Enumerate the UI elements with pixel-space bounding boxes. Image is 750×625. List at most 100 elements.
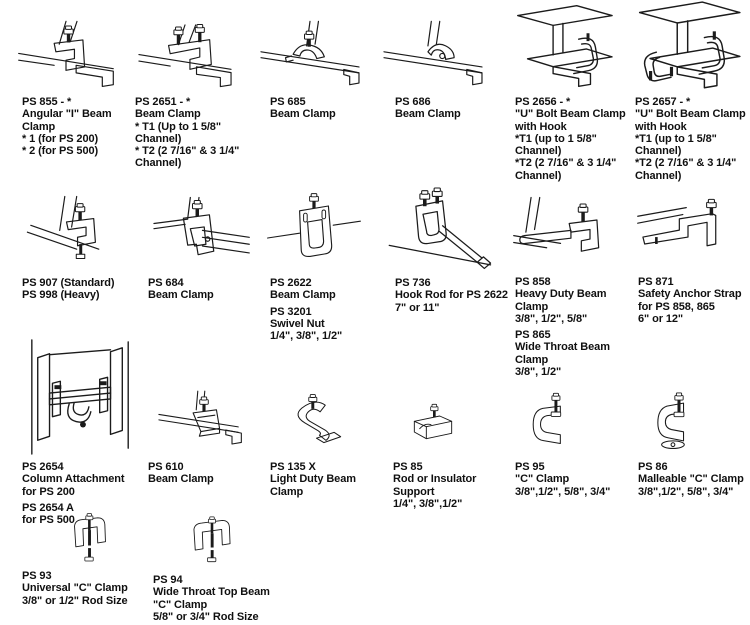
product-label-line: Beam Clamp (270, 289, 336, 302)
product-label-line: * T2 (2 7/16" & 3 1/4" (135, 145, 240, 158)
product-label-line: 7" or 11" (395, 301, 440, 314)
product-code: PS 85 (393, 461, 423, 473)
universal-c-clamp-illustration (74, 513, 106, 562)
product-label-line: Beam Clamp (135, 108, 201, 121)
product-label-line: 1/4", 3/8", 1/2" (270, 330, 343, 343)
product-code: PS 686 (395, 96, 431, 108)
product-label-line: "C" Clamp (153, 598, 208, 611)
product-label-line: Universal "C" Clamp (22, 582, 128, 595)
product-label-line: *T2 (2 7/16" & 3 1/4" (515, 157, 617, 170)
product-label-line: *T2 (2 7/16" & 3 1/4" (635, 157, 737, 170)
product-label-line: 3/8" or 1/2" Rod Size (22, 594, 128, 607)
product-label-line: * 1 (for PS 200) (22, 132, 99, 145)
product-label-line: Channel) (135, 132, 182, 145)
product-label-line: 5/8" or 3/4" Rod Size (153, 610, 259, 623)
product-label: PS 2651 - *Beam Clamp* T1 (Up to 1 5/8"C… (135, 96, 239, 174)
c-clamp-beam-illustration (26, 195, 100, 260)
product-label-line: "U" Bolt Beam Clamp (515, 108, 626, 121)
product-label-line: Column Attachment (22, 473, 125, 486)
product-code: PS 871 (638, 276, 674, 288)
product-label-line: Clamp (515, 300, 549, 313)
product-label-line: Heavy Duty Beam (515, 288, 607, 301)
product-label-line: Channel) (635, 169, 682, 182)
product-code: PS 95 (515, 461, 545, 473)
product-label-line: Clamp (270, 485, 304, 498)
product-label-line: 1/4", 3/8",1/2" (393, 497, 463, 510)
product-label-line: Beam Clamp (148, 473, 214, 486)
product-label-line: PS 2654 A (22, 501, 74, 514)
product-code: PS 2657 - * (635, 96, 691, 108)
safety-anchor-strap-illustration (637, 198, 717, 247)
product-code: PS 907 (Standard) (22, 277, 115, 289)
product-label-line: Channel) (635, 145, 682, 158)
product-label-line: Rod or Insulator (393, 473, 477, 486)
product-label-line: * 2 (for PS 500) (22, 145, 99, 158)
product-label-line: with Hook (515, 120, 567, 133)
product-label-line: PS 865 (515, 329, 551, 342)
product-label-line: *T1 (up to 1 5/8" (515, 132, 597, 145)
product-code: PS 2622 (270, 277, 312, 289)
product-code: PS 736 (395, 277, 431, 289)
beam-clamp-bracket-illustration (267, 193, 361, 258)
product-label-line: PS 998 (Heavy) (22, 289, 100, 302)
label-block: PS 2651 - *Beam Clamp* T1 (Up to 1 5/8"C… (135, 96, 239, 170)
product-code: PS 135 X (270, 461, 316, 473)
product-label-line: Channel) (135, 157, 182, 170)
beam-clamp-illustration (138, 24, 232, 88)
product-label-line: Wide Throat Top Beam (153, 586, 270, 599)
u-bolt-beam-clamp-illustration (517, 5, 613, 88)
product-code: PS 2656 - * (515, 96, 571, 108)
product-label-line: for PS 858, 865 (638, 300, 715, 313)
product-label-line: Support (393, 485, 435, 498)
product-label-line: Swivel Nut (270, 317, 325, 330)
product-code: PS 858 (515, 276, 551, 288)
product-label-line: Wide Throat Beam (515, 341, 610, 354)
product-code: PS 2651 - * (135, 96, 191, 108)
product-label-line: 3/8",1/2", 5/8", 3/4" (515, 485, 611, 498)
beam-clamp-illustration (383, 20, 483, 86)
product-label-line: PS 3201 (270, 305, 312, 318)
product-label-line: for PS 500 (22, 514, 75, 527)
beam-clamp-illustration (153, 196, 250, 256)
product-code: PS 610 (148, 461, 184, 473)
product-label-line: Safety Anchor Strap (638, 288, 742, 301)
product-code: PS 684 (148, 277, 184, 289)
product-label-line: Light Duty Beam (270, 473, 356, 486)
product-label-line: Channel) (515, 169, 562, 182)
product-label-line: "C" Clamp (515, 473, 570, 486)
product-label-line: 3/8",1/2", 5/8", 3/4" (638, 485, 734, 498)
light-duty-beam-clamp-illustration (297, 394, 342, 444)
product-label: PS 907 (Standard)PS 998 (Heavy) (22, 277, 115, 306)
rod-insulator-support-illustration (413, 403, 453, 440)
angular-i-beam-clamp-illustration (18, 20, 114, 87)
product-label-line: Angular "I" Beam (22, 108, 112, 121)
product-label-line: 3/8", 1/2", 5/8" (515, 312, 588, 325)
